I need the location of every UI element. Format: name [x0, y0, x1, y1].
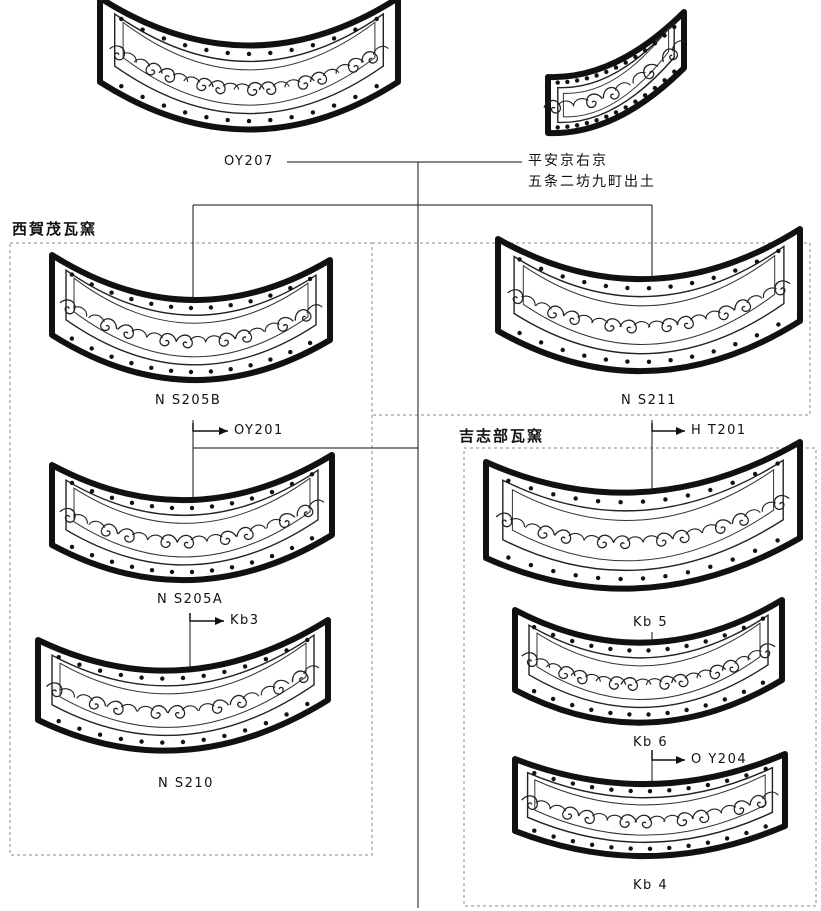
tile-ns211-rubbing: [496, 229, 802, 371]
tile-label-kb6: Kb 6: [633, 735, 668, 750]
tile-ns205a-rubbing: [50, 455, 334, 580]
tile-kb4-rubbing: [513, 754, 787, 856]
tile-label-kb5: Kb 5: [633, 615, 668, 630]
tile-label-ns205a: N S205A: [157, 592, 223, 607]
tile-oy207-rubbing: [98, 0, 400, 130]
find-site-line-1: 平安京右京: [528, 151, 608, 172]
tile-kb5-rubbing: [484, 442, 802, 589]
tile-kyoto-fragment: [544, 12, 690, 133]
ref-label-kb3: Kb3: [230, 613, 260, 628]
ref-label-oy201: OY201: [234, 423, 284, 438]
kiln-label-nishigamo: 西賀茂瓦窯: [12, 218, 97, 239]
tile-label-kb4: Kb 4: [633, 878, 668, 893]
kiln-label-yoshibe: 吉志部瓦窯: [459, 425, 544, 446]
tile-label-ns205b: N S205B: [155, 393, 221, 408]
tile-ns205b-rubbing: [50, 255, 332, 380]
tile-label-ns210: N S210: [158, 776, 214, 791]
tile-ns210-rubbing: [36, 620, 330, 751]
ref-label-ht201: H T201: [691, 423, 747, 438]
tile-label-ns211: N S211: [621, 393, 677, 408]
find-site-line-2: 五条二坊九町出土: [528, 172, 656, 193]
tile-label-oy207: OY207: [224, 154, 274, 169]
ref-label-oy204: O Y204: [691, 752, 747, 767]
